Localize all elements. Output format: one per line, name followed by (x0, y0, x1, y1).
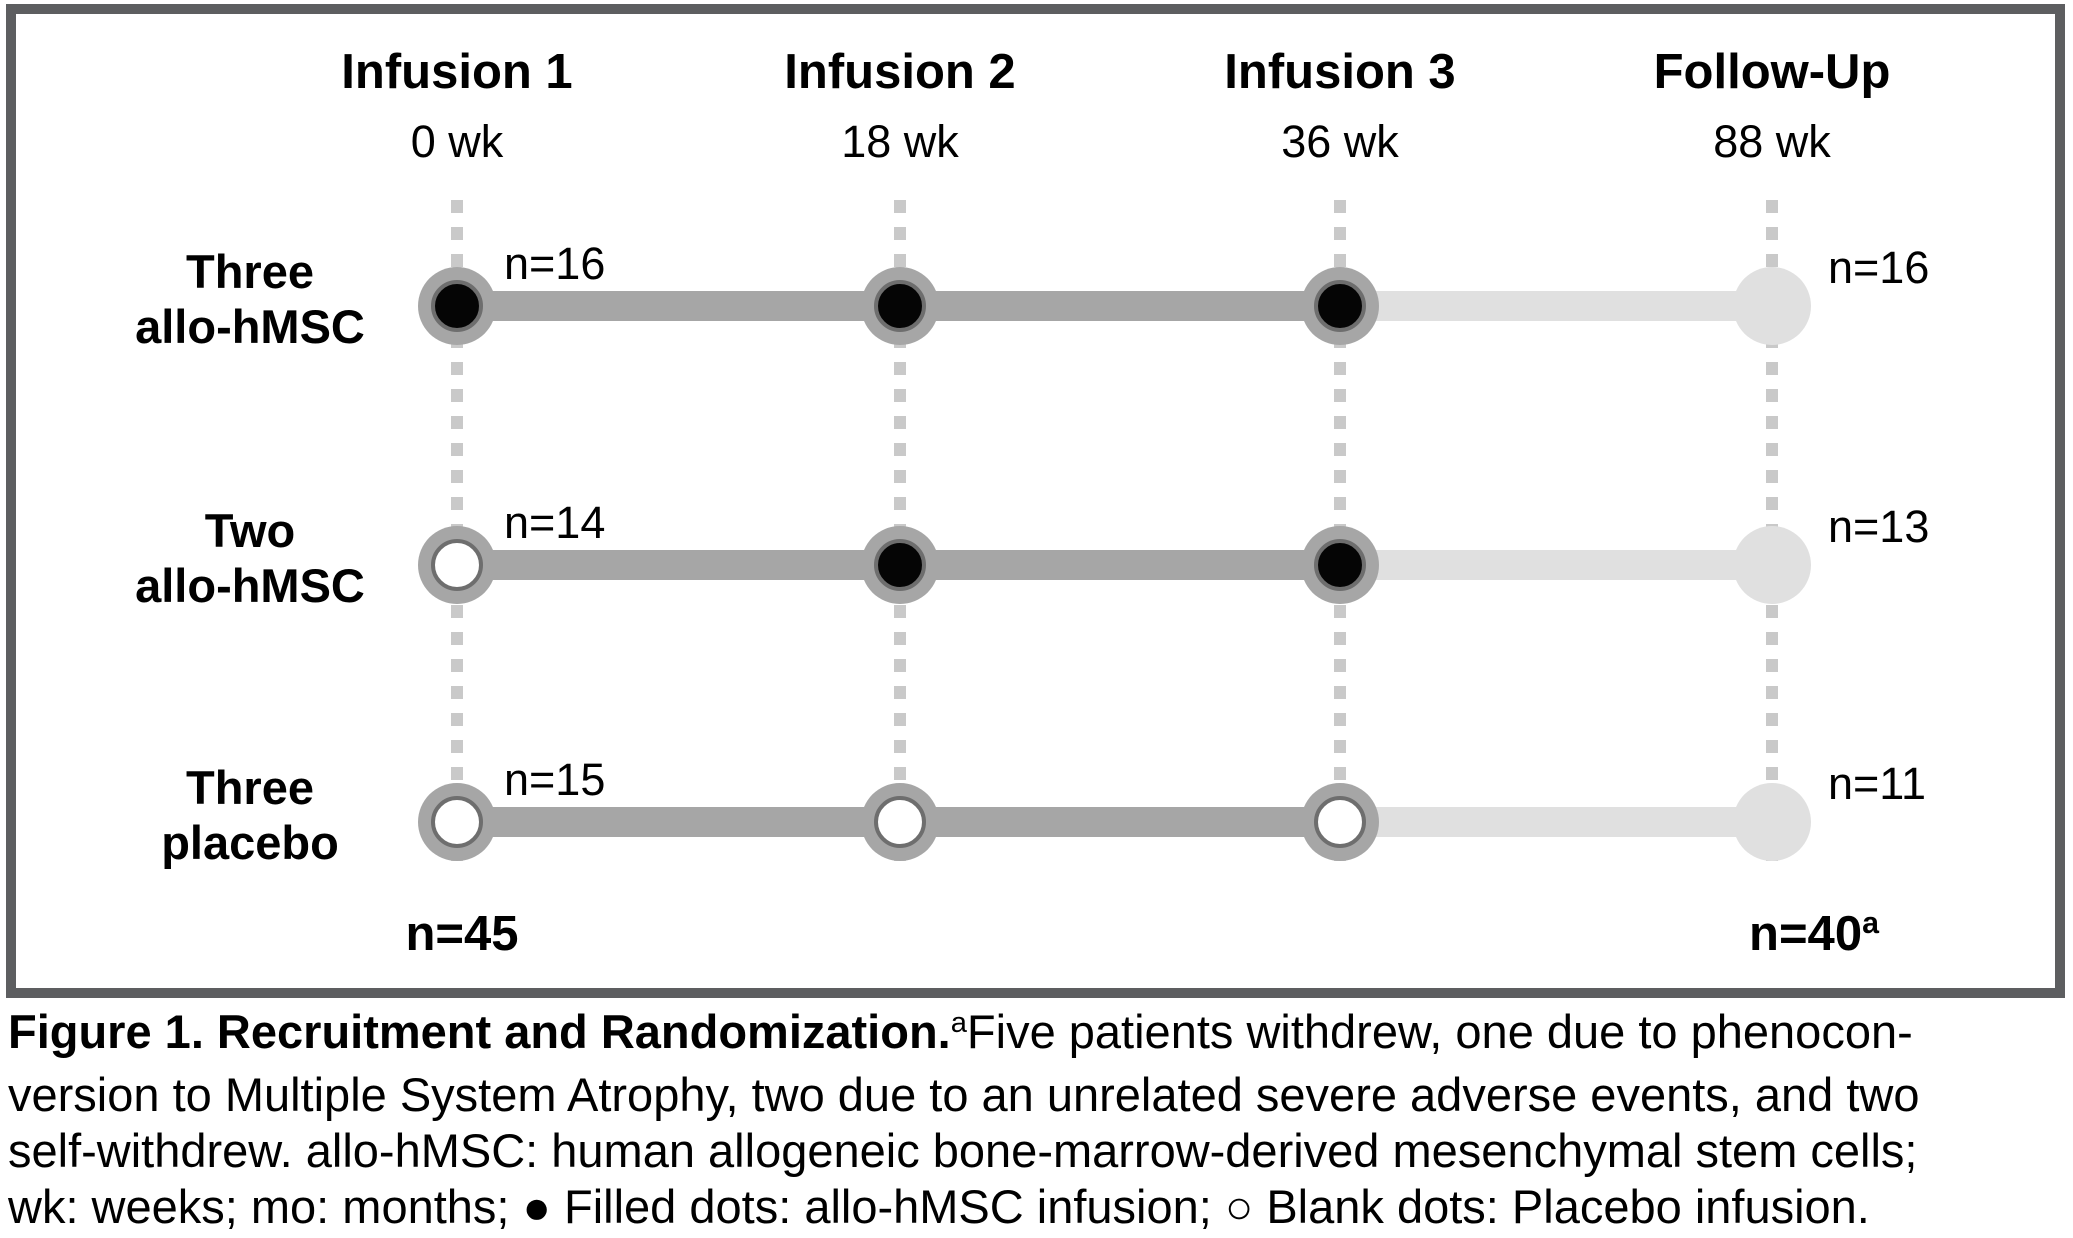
n-label-followup-row3: n=11 (1828, 758, 1927, 809)
total-followup-superscript: a (1862, 906, 1879, 941)
row-label-line-1: Two (204, 504, 296, 557)
caption-line-3: self-withdrew. allo-hMSC: human allogene… (8, 1124, 1918, 1177)
dot-row2-infusion1 (418, 526, 496, 604)
dot-row3-infusion1 (418, 783, 496, 861)
caption-line-1-rest: Five patients withdrew, one due to pheno… (966, 1005, 1913, 1058)
column-time-infusion-1: 0 wk (410, 116, 504, 167)
n-label-followup-row1: n=16 (1828, 242, 1930, 293)
column-time-infusion-3: 36 wk (1281, 116, 1399, 167)
column-header-infusion-2: Infusion 2 (784, 45, 1016, 99)
caption-line-2: version to Multiple System Atrophy, two … (8, 1068, 1920, 1121)
row-label-line-2: placebo (161, 816, 339, 869)
n-label-followup-row2: n=13 (1828, 501, 1930, 552)
caption-line-4: wk: weeks; mo: months; ● Filled dots: al… (8, 1180, 1870, 1233)
dot-row2-infusion3 (1301, 526, 1379, 604)
dot-core (874, 539, 926, 591)
total-enrolled-value: n=45 (405, 907, 519, 961)
timeline-segment-light-row1 (1340, 291, 1772, 321)
caption-title: Figure 1. Recruitment and Randomization. (8, 1005, 951, 1058)
timeline-segment-light-row3 (1340, 807, 1772, 837)
row-label-two-allo-hmsc: Two allo-hMSC (60, 503, 440, 613)
timeline-segment-light-row2 (1340, 550, 1772, 580)
dot-core (1314, 539, 1366, 591)
dot-row3-infusion2 (861, 783, 939, 861)
dot-row3-followup (1733, 783, 1811, 861)
row-label-line-2: allo-hMSC (135, 559, 365, 612)
column-header-infusion-1: Infusion 1 (341, 45, 573, 99)
column-time-infusion-2: 18 wk (841, 116, 959, 167)
n-label-start-row3: n=15 (504, 754, 606, 805)
column-time-follow-up: 88 wk (1713, 116, 1831, 167)
caption-line-1: Figure 1. Recruitment and Randomization.… (8, 1004, 2070, 1067)
dot-row2-followup (1733, 526, 1811, 604)
dot-core (431, 539, 483, 591)
dot-row1-infusion3 (1301, 267, 1379, 345)
figure-caption: Figure 1. Recruitment and Randomization.… (8, 1004, 2070, 1235)
dot-core (1314, 280, 1366, 332)
row-label-line-1: Three (186, 245, 314, 298)
column-header-follow-up: Follow-Up (1653, 45, 1891, 99)
dot-row3-infusion3 (1301, 783, 1379, 861)
row-label-line-1: Three (186, 761, 314, 814)
total-followup: n=40a (1684, 906, 1944, 962)
dot-row1-infusion2 (861, 267, 939, 345)
dot-core (1314, 796, 1366, 848)
dot-core (431, 280, 483, 332)
n-label-start-row1: n=16 (504, 238, 606, 289)
row-label-three-allo-hmsc: Three allo-hMSC (60, 244, 440, 354)
dot-core (431, 796, 483, 848)
total-followup-value: n=40 (1749, 907, 1863, 961)
row-label-line-2: allo-hMSC (135, 300, 365, 353)
dot-row2-infusion2 (861, 526, 939, 604)
dot-row1-infusion1 (418, 267, 496, 345)
dot-row1-followup (1733, 267, 1811, 345)
caption-footnote-superscript: a (950, 1006, 967, 1039)
dot-core (874, 280, 926, 332)
column-header-infusion-3: Infusion 3 (1224, 45, 1456, 99)
total-enrolled: n=45 (332, 906, 592, 962)
n-label-start-row2: n=14 (504, 497, 606, 548)
row-label-three-placebo: Three placebo (60, 760, 440, 870)
dot-core (874, 796, 926, 848)
